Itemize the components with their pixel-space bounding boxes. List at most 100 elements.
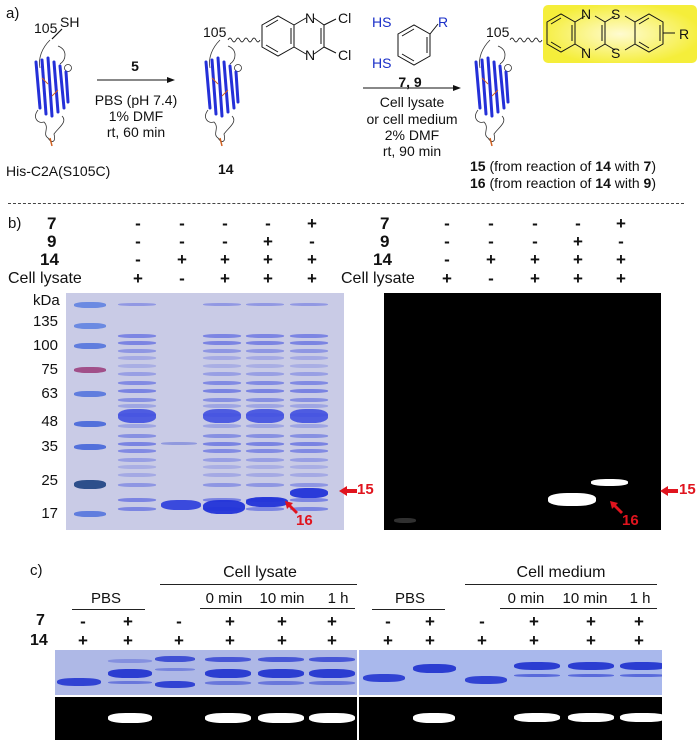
arrow-15-icon bbox=[660, 486, 678, 496]
lane-sign: - bbox=[135, 214, 141, 233]
gel-band bbox=[246, 442, 284, 446]
group-bracket bbox=[160, 584, 357, 585]
gel-band bbox=[118, 442, 156, 446]
row-label: Cell lysate bbox=[8, 270, 82, 287]
gel-band bbox=[74, 511, 106, 517]
kda-unit-label: kDa bbox=[33, 292, 60, 309]
gel-band bbox=[108, 713, 152, 723]
gel-band bbox=[246, 349, 284, 353]
arrow-16-icon bbox=[610, 501, 623, 514]
sign-14: + bbox=[277, 631, 287, 650]
lane-sign: - bbox=[444, 214, 450, 233]
gel-band bbox=[118, 303, 156, 306]
band-15-label: 15 bbox=[357, 481, 374, 498]
product-fused-ring-structure bbox=[546, 13, 675, 53]
band-15-label: 15 bbox=[679, 481, 696, 498]
lane-sign: - bbox=[222, 214, 228, 233]
sign-7: + bbox=[327, 612, 337, 631]
group-bracket bbox=[72, 609, 145, 610]
sign-14: + bbox=[327, 631, 337, 650]
group-bracket bbox=[500, 608, 657, 609]
sign-7: + bbox=[277, 612, 287, 631]
lane-sign: + bbox=[307, 214, 317, 233]
gel-band bbox=[118, 449, 156, 453]
step1-reagent: 5 bbox=[131, 58, 139, 74]
lane-sign: - bbox=[265, 214, 271, 233]
group-cell-lysate: Cell lysate bbox=[223, 564, 297, 581]
step2-condition: or cell medium bbox=[366, 111, 458, 127]
gel-band bbox=[246, 458, 284, 462]
reaction-arrow-2 bbox=[363, 85, 461, 91]
gel-band bbox=[118, 364, 156, 368]
row-label: 7 bbox=[47, 214, 57, 233]
gel-band bbox=[290, 465, 328, 469]
marker-label: 17 bbox=[41, 505, 58, 522]
gel-band bbox=[394, 518, 416, 523]
sign-7: + bbox=[425, 612, 435, 631]
lane-sign: - bbox=[488, 214, 494, 233]
step1-condition: rt, 60 min bbox=[106, 124, 166, 140]
gel-band bbox=[155, 656, 195, 662]
sign-14: + bbox=[225, 631, 235, 650]
step2-condition: rt, 90 min bbox=[382, 143, 442, 159]
gel-band bbox=[514, 662, 560, 670]
gel-band bbox=[108, 659, 152, 663]
gel-band bbox=[258, 669, 304, 678]
gel-band bbox=[246, 372, 284, 376]
panel-c-label: c) bbox=[30, 562, 43, 579]
gel-band bbox=[620, 662, 662, 670]
product-highlight-box bbox=[543, 5, 697, 63]
residue-105-label: 105 bbox=[34, 20, 58, 36]
gel-band bbox=[203, 465, 241, 469]
gel-band bbox=[290, 381, 328, 385]
gel-band bbox=[290, 409, 328, 423]
gel-band bbox=[246, 334, 284, 338]
gel-band bbox=[118, 424, 156, 428]
gel-band bbox=[290, 424, 328, 428]
row-label: Cell lysate bbox=[341, 270, 415, 287]
marker-label: 63 bbox=[41, 385, 58, 402]
sign-7: - bbox=[479, 612, 485, 631]
band-16-label: 16 bbox=[622, 512, 639, 529]
gel-band bbox=[108, 669, 152, 678]
gel-band bbox=[108, 681, 152, 684]
gel-band bbox=[118, 381, 156, 385]
gel-band bbox=[258, 657, 304, 662]
row-label: 14 bbox=[373, 250, 392, 269]
lane-sign: + bbox=[307, 250, 317, 269]
gel-band bbox=[246, 434, 284, 438]
gel-band bbox=[118, 389, 156, 393]
condition-pbs: PBS bbox=[90, 590, 122, 607]
residue-105-label: 105 bbox=[203, 24, 227, 40]
gel-band bbox=[118, 372, 156, 376]
sign-7: + bbox=[586, 612, 596, 631]
time-0min: 0 min bbox=[205, 590, 243, 607]
step1-condition: 1% DMF bbox=[108, 108, 164, 124]
lane-sign: + bbox=[616, 214, 626, 233]
lane-sign: + bbox=[220, 250, 230, 269]
gel-band bbox=[74, 421, 106, 427]
sign-7: + bbox=[123, 612, 133, 631]
step1-condition: PBS (pH 7.4) bbox=[94, 92, 178, 108]
panel-b-label: b) bbox=[8, 215, 22, 232]
gel-band bbox=[203, 349, 241, 353]
gel-band bbox=[246, 398, 284, 402]
lane-sign: + bbox=[616, 269, 626, 288]
sign-14: + bbox=[634, 631, 644, 650]
gel-band bbox=[290, 458, 328, 462]
gel-band bbox=[118, 465, 156, 469]
gel-band bbox=[309, 669, 355, 678]
lane-sign: - bbox=[179, 214, 185, 233]
sign-7: - bbox=[385, 612, 391, 631]
reaction-arrow-1 bbox=[97, 77, 175, 83]
gel-band bbox=[246, 424, 284, 428]
lane-sign: + bbox=[177, 250, 187, 269]
gel-band bbox=[309, 681, 355, 685]
gel-band bbox=[118, 483, 156, 487]
row-label: 14 bbox=[40, 250, 59, 269]
sign-7: + bbox=[529, 612, 539, 631]
marker-label: 135 bbox=[32, 313, 58, 330]
gel-band bbox=[118, 507, 156, 511]
gel-band bbox=[203, 473, 241, 477]
